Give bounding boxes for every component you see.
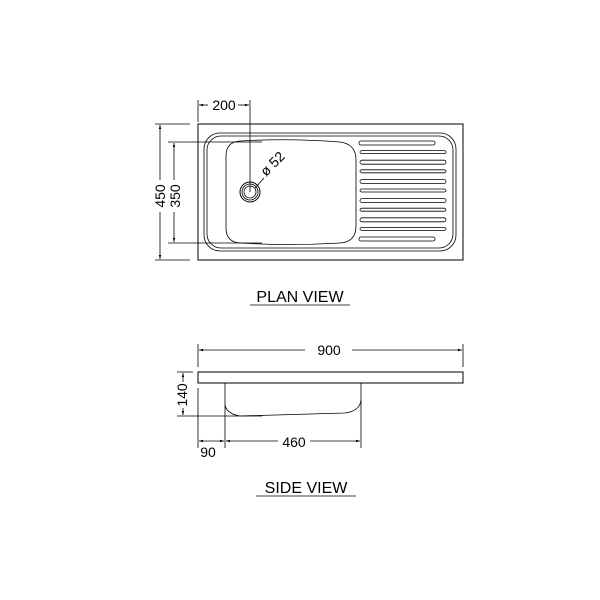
dim-overall-length: 900: [317, 342, 341, 358]
drainer-rib: [359, 178, 447, 184]
bowl: [225, 139, 357, 245]
sink-rim-outer: [203, 132, 457, 252]
dim-bowl-height: 140: [174, 383, 190, 407]
dim-bowl-depth: 350: [167, 184, 183, 208]
dim-overall-depth: 450: [152, 184, 168, 208]
dim-drain-offset: 200: [212, 97, 236, 113]
drainer-rib: [359, 150, 447, 155]
drainer-rib: [359, 169, 447, 174]
sink-outline: [197, 123, 464, 261]
dim-drain-diameter: ø 52: [257, 148, 288, 179]
drainer-rib: [359, 226, 447, 231]
drainer-rib: [358, 236, 436, 242]
sink-rim-inner: [206, 135, 454, 249]
plan-view: 200 ø 52 450 350 PLAN VIEW: [152, 97, 464, 306]
plan-view-title: PLAN VIEW: [256, 289, 344, 306]
drainer-ribs: [358, 140, 447, 242]
drainer-rib: [359, 188, 447, 193]
side-view: 900 140 90 460 SIDE VIEW: [174, 342, 464, 497]
drainer-rib: [359, 159, 447, 165]
sink-top-slab: [197, 371, 464, 384]
bowl-profile: [224, 383, 362, 417]
drainer-rib: [359, 198, 447, 204]
drainer-rib: [359, 217, 447, 223]
drainer-rib: [358, 140, 436, 146]
drainer-rib: [359, 207, 447, 212]
side-view-title: SIDE VIEW: [265, 480, 349, 497]
dim-bowl-offset: 90: [200, 444, 216, 460]
dim-bowl-length: 460: [282, 434, 306, 450]
